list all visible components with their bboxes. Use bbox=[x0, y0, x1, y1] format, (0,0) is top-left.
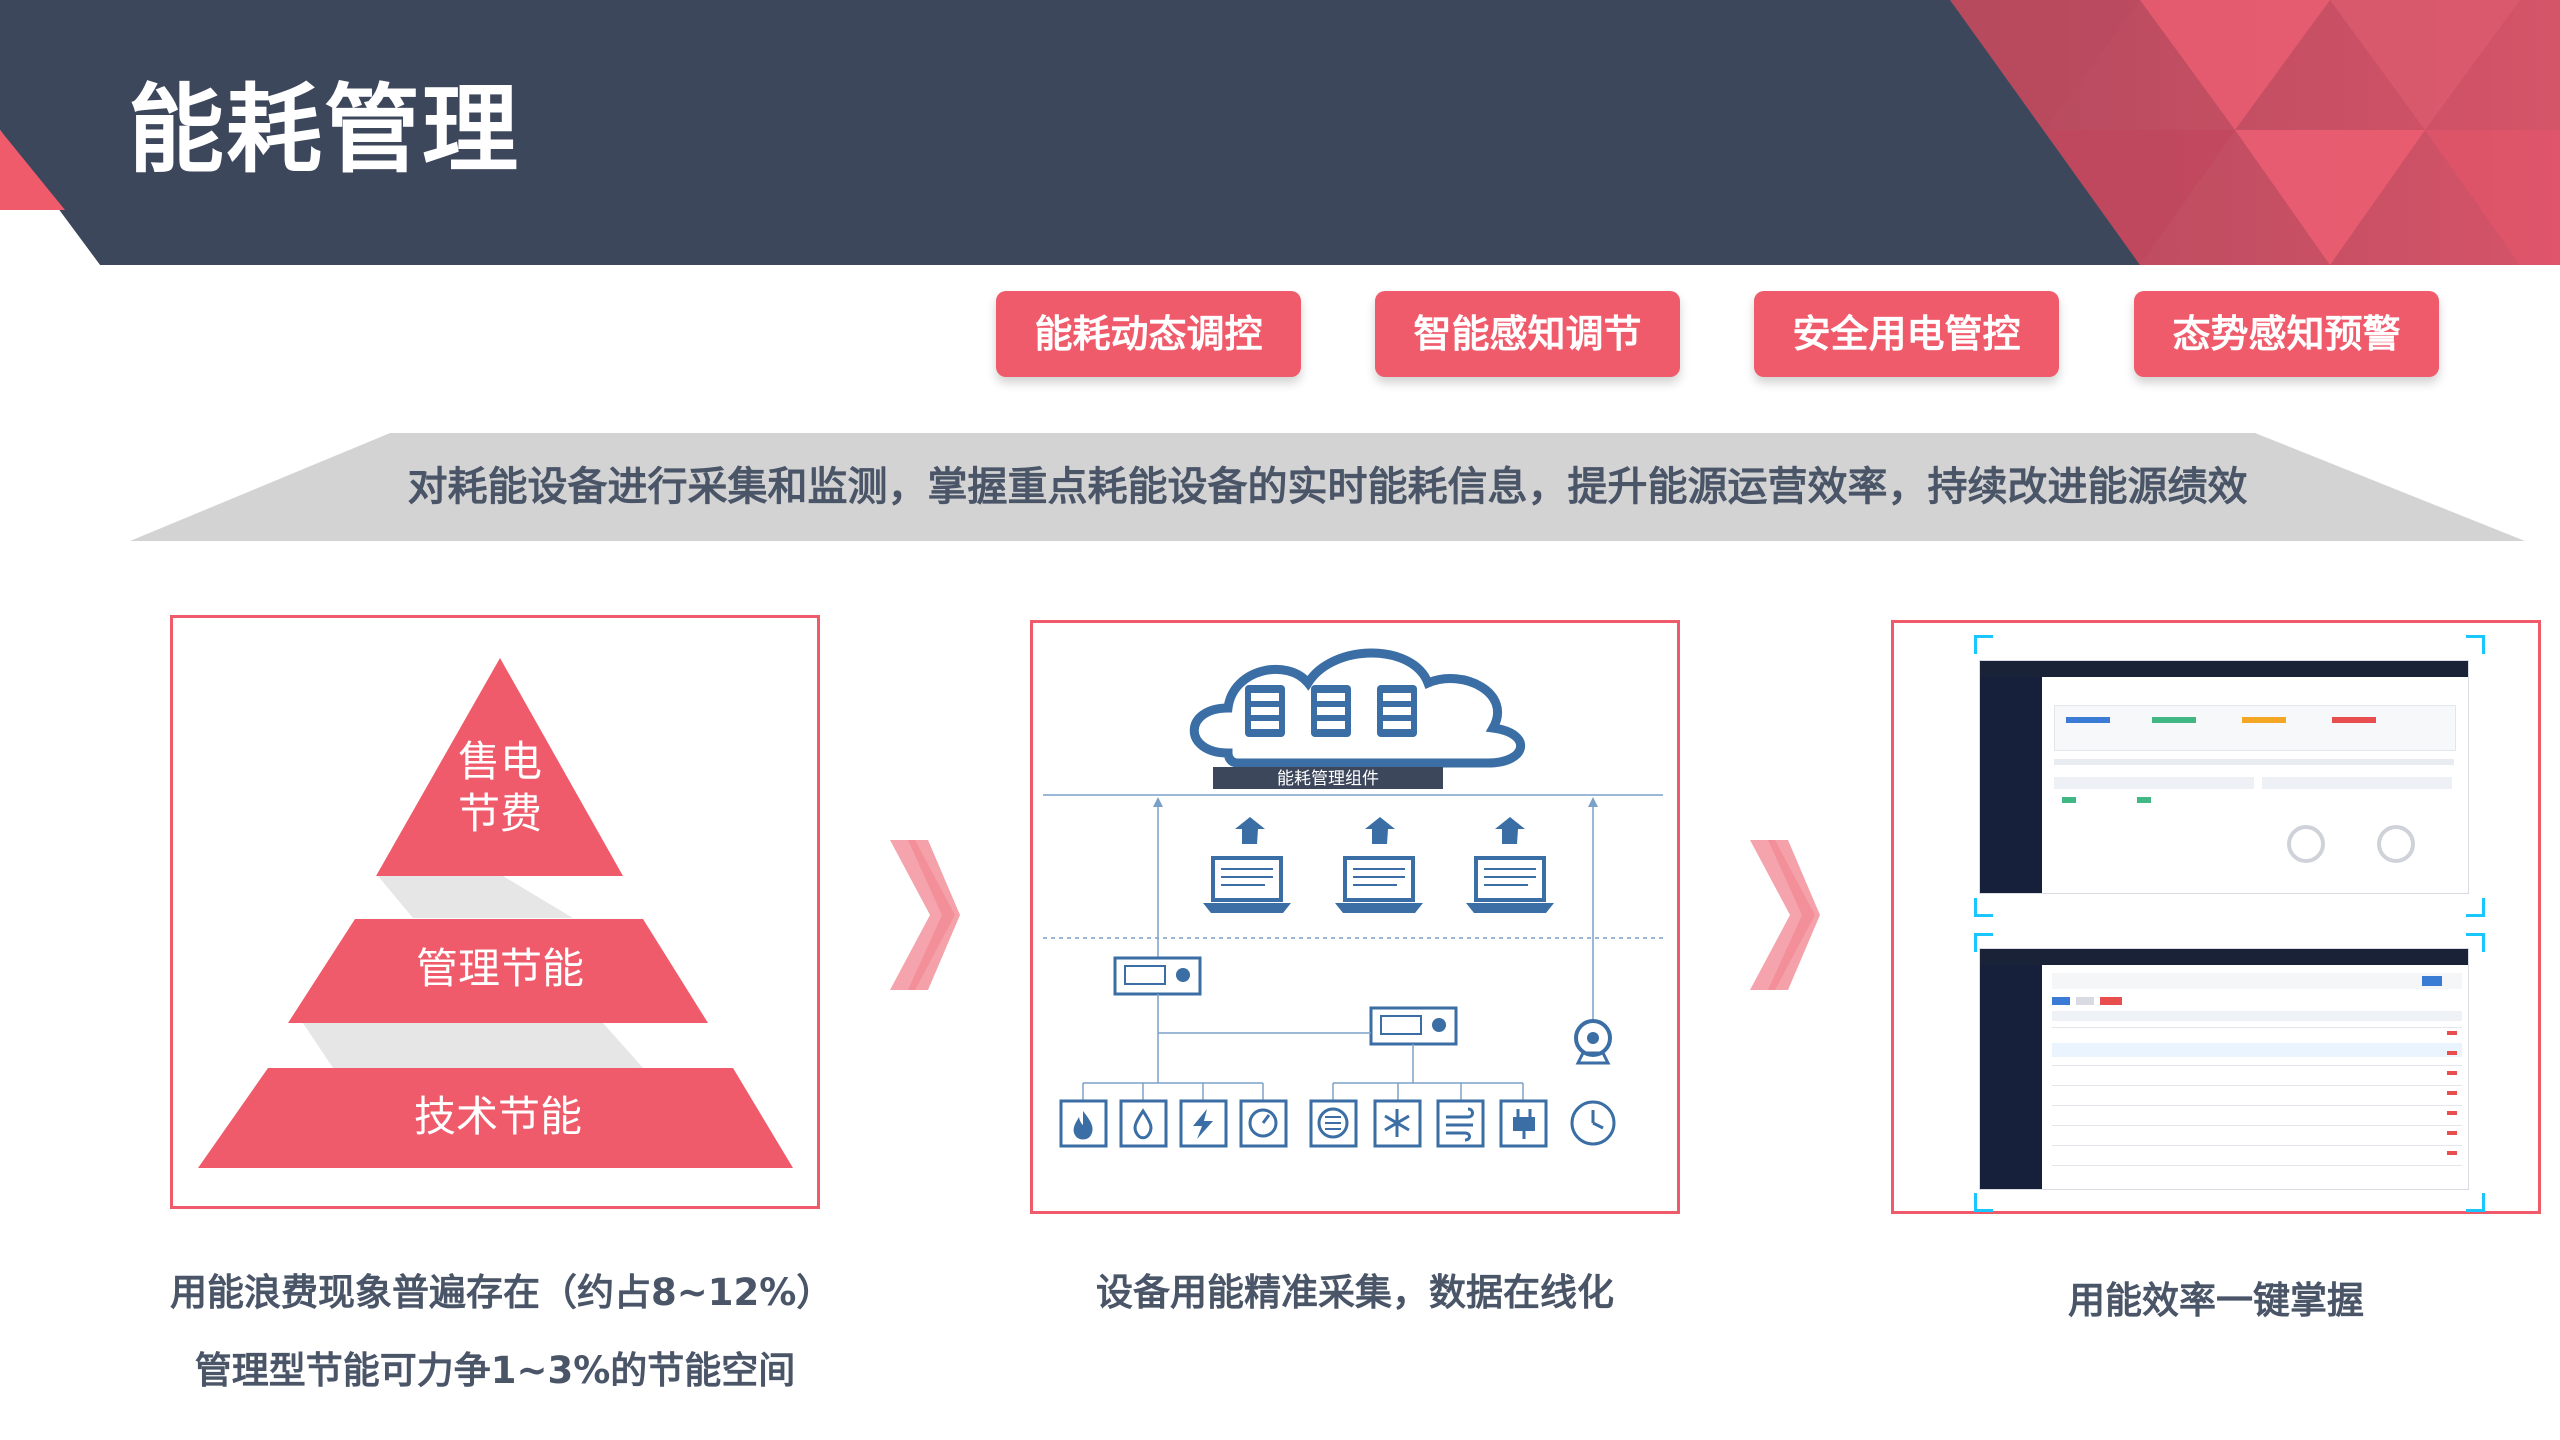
pyramid-label-top: 售电 节费 bbox=[400, 736, 600, 840]
laptop-group-2 bbox=[1335, 817, 1423, 913]
wind-icon bbox=[1436, 1099, 1485, 1148]
water-drop-icon bbox=[1119, 1099, 1168, 1148]
chevron-arrow-2 bbox=[1750, 840, 1820, 990]
gauge-icon bbox=[1239, 1099, 1288, 1148]
bracket-bl-2 bbox=[1974, 1193, 1993, 1212]
header-bar bbox=[0, 0, 2560, 265]
mini-topbar-2 bbox=[1980, 949, 2468, 965]
caption-left-line2: 管理型节能可力争1~3%的节能空间 bbox=[194, 1349, 796, 1392]
pyramid-top-line1: 售电 bbox=[457, 737, 542, 786]
bracket-tr-2 bbox=[2466, 933, 2485, 952]
server-icon-1 bbox=[1245, 685, 1285, 737]
snowflake-icon bbox=[1373, 1099, 1422, 1148]
bracket-tl-1 bbox=[1974, 635, 1993, 654]
bracket-tr-1 bbox=[2466, 635, 2485, 654]
bracket-tl-2 bbox=[1974, 933, 1993, 952]
chevron-arrow-1 bbox=[890, 840, 960, 990]
tag-safe-power-control[interactable]: 安全用电管控 bbox=[1754, 291, 2059, 377]
pyramid-label-middle: 管理节能 bbox=[415, 944, 584, 993]
mini-content-2 bbox=[2042, 965, 2468, 1189]
pyramid-label-bottom: 技术节能 bbox=[413, 1092, 582, 1141]
server-icon-2 bbox=[1311, 685, 1351, 737]
tag-energy-dynamic-control[interactable]: 能耗动态调控 bbox=[996, 291, 1301, 377]
system-label-bar bbox=[1213, 767, 1443, 789]
bracket-br-1 bbox=[2466, 898, 2485, 917]
mini-sidebar-2 bbox=[1980, 965, 2042, 1189]
cloud-server-group bbox=[1189, 648, 1526, 768]
banner-text: 对耗能设备进行采集和监测，掌握重点耗能设备的实时能耗信息，提升能源运营效率，持续… bbox=[407, 464, 2248, 510]
dashboard-thumbnail-table bbox=[1979, 948, 2469, 1190]
banner-trapezoid bbox=[130, 433, 2525, 541]
pyramid-middle-tier bbox=[288, 919, 708, 1023]
caption-right: 用能效率一键掌握 bbox=[2068, 1279, 2364, 1322]
mini-sidebar bbox=[1980, 677, 2042, 893]
panel-dashboard-preview bbox=[1891, 620, 2541, 1214]
bracket-br-2 bbox=[2466, 1193, 2485, 1212]
tag-situation-warning[interactable]: 态势感知预警 bbox=[2134, 291, 2439, 377]
clock-icon bbox=[1570, 1100, 1616, 1146]
fire-icon bbox=[1059, 1099, 1108, 1148]
caption-left-line1: 用能浪费现象普遍存在（约占8~12%） bbox=[170, 1271, 834, 1314]
dashboard-thumbnail-overview bbox=[1979, 660, 2469, 894]
mini-content bbox=[2042, 677, 2468, 893]
gateway-device-2 bbox=[1369, 1006, 1458, 1046]
camera-icon bbox=[1574, 1019, 1612, 1065]
slide-title: 能耗管理 bbox=[128, 74, 520, 186]
mini-topbar bbox=[1980, 661, 2468, 677]
pyramid-graphic bbox=[198, 658, 793, 1168]
gateway-device-1 bbox=[1113, 956, 1202, 996]
caption-middle: 设备用能精准采集，数据在线化 bbox=[1096, 1271, 1614, 1314]
meter-icon bbox=[1309, 1099, 1358, 1148]
plug-icon bbox=[1499, 1099, 1548, 1148]
panel-device-collection-diagram: 能耗管理组件 bbox=[1030, 620, 1680, 1214]
pyramid-top-tier bbox=[376, 658, 623, 876]
bracket-bl-1 bbox=[1974, 898, 1993, 917]
pyramid-top-line2: 节费 bbox=[457, 789, 542, 838]
laptop-group-3 bbox=[1466, 817, 1554, 913]
lightning-icon bbox=[1179, 1099, 1228, 1148]
pyramid-bottom-tier bbox=[198, 1068, 793, 1168]
server-icon-3 bbox=[1377, 685, 1417, 737]
network-diagram: 能耗管理组件 bbox=[1043, 648, 1663, 1148]
system-label-text: 能耗管理组件 bbox=[1277, 769, 1379, 789]
tag-smart-sensing-adjust[interactable]: 智能感知调节 bbox=[1375, 291, 1680, 377]
panel-energy-saving-pyramid: 售电 节费 管理节能 技术节能 bbox=[170, 615, 820, 1209]
laptop-group-1 bbox=[1203, 817, 1291, 913]
